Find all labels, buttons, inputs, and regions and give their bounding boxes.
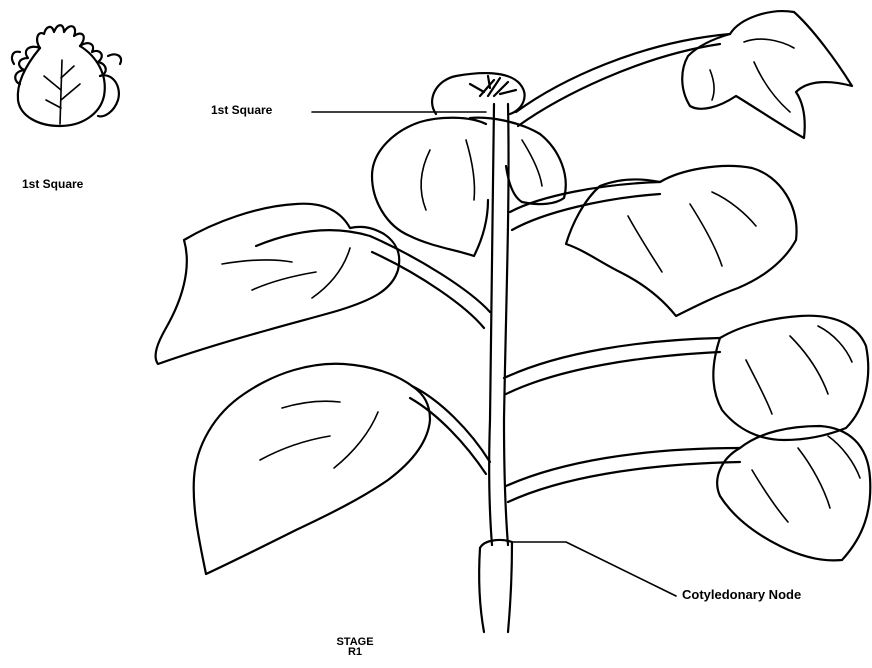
top-square-drawing <box>432 73 524 114</box>
leaf-left-upper <box>156 204 490 364</box>
leaf-right-lower-1 <box>504 316 868 440</box>
cotyledonary-node-leader <box>512 542 676 596</box>
leaf-upper-center <box>372 118 566 256</box>
stage-caption-line2: R1 <box>335 647 375 657</box>
cotyledonary-node-label: Cotyledonary Node <box>682 587 801 602</box>
leaf-left-lower <box>194 364 490 574</box>
leaf-right-middle <box>510 166 797 316</box>
first-square-label: 1st Square <box>211 103 272 117</box>
inset-square-drawing <box>12 25 121 126</box>
inset-square-label: 1st Square <box>22 177 83 191</box>
main-stem <box>479 104 512 632</box>
stage-caption: STAGE R1 <box>335 637 375 657</box>
leaf-right-lower-2 <box>506 426 870 560</box>
leaf-top-right <box>516 11 852 138</box>
